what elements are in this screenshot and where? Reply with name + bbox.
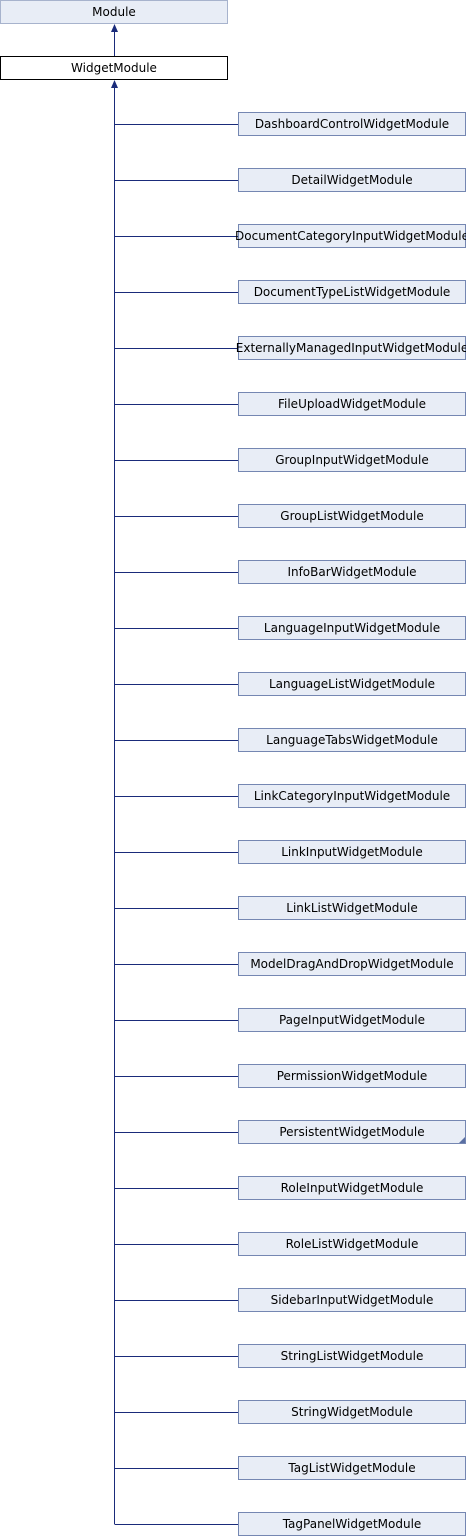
class-node-derived[interactable]: PersistentWidgetModule xyxy=(238,1120,466,1144)
class-node-derived[interactable]: LinkCategoryInputWidgetModule xyxy=(238,784,466,808)
class-node-label: Module xyxy=(92,5,136,19)
class-node-label: StringWidgetModule xyxy=(291,1405,413,1419)
class-node-derived[interactable]: DocumentCategoryInputWidgetModule xyxy=(235,224,466,248)
class-node-label: PageInputWidgetModule xyxy=(278,1013,425,1027)
class-node-derived[interactable]: RoleInputWidgetModule xyxy=(238,1176,466,1200)
class-node-label: FileUploadWidgetModule xyxy=(277,397,427,411)
class-node-label: LanguageInputWidgetModule xyxy=(263,621,441,635)
class-node-derived[interactable]: DashboardControlWidgetModule xyxy=(238,112,466,136)
more-subclasses-corner-icon xyxy=(459,1137,465,1143)
class-node-derived[interactable]: TagListWidgetModule xyxy=(238,1456,466,1480)
class-node-label: DocumentCategoryInputWidgetModule xyxy=(235,229,466,243)
class-node-label: GroupInputWidgetModule xyxy=(275,453,429,467)
class-node-derived[interactable]: LanguageInputWidgetModule xyxy=(238,616,466,640)
class-node-label: LinkInputWidgetModule xyxy=(281,845,423,859)
class-node-widget-module: WidgetModule xyxy=(0,56,228,80)
class-node-label: ModelDragAndDropWidgetModule xyxy=(250,957,454,971)
class-node-derived[interactable]: SidebarInputWidgetModule xyxy=(238,1288,466,1312)
class-node-derived[interactable]: GroupListWidgetModule xyxy=(238,504,466,528)
class-node-module[interactable]: Module xyxy=(0,0,228,24)
class-node-derived[interactable]: PermissionWidgetModule xyxy=(238,1064,466,1088)
class-node-label: TagListWidgetModule xyxy=(288,1461,416,1475)
class-node-derived[interactable]: LinkInputWidgetModule xyxy=(238,840,466,864)
class-node-label: DetailWidgetModule xyxy=(291,173,413,187)
class-node-derived[interactable]: StringWidgetModule xyxy=(238,1400,466,1424)
class-node-label: DocumentTypeListWidgetModule xyxy=(253,285,451,299)
class-node-label: WidgetModule xyxy=(71,61,157,75)
class-node-label: LanguageTabsWidgetModule xyxy=(266,733,438,747)
class-node-derived[interactable]: ExternallyManagedInputWidgetModule xyxy=(235,336,466,360)
class-node-label: LinkCategoryInputWidgetModule xyxy=(253,789,451,803)
class-node-derived[interactable]: InfoBarWidgetModule xyxy=(238,560,466,584)
class-node-label: RoleListWidgetModule xyxy=(285,1237,419,1251)
class-node-derived[interactable]: LinkListWidgetModule xyxy=(238,896,466,920)
class-node-label: SidebarInputWidgetModule xyxy=(270,1293,434,1307)
class-node-label: PermissionWidgetModule xyxy=(276,1069,428,1083)
class-node-label: LinkListWidgetModule xyxy=(286,901,418,915)
class-node-derived[interactable]: LanguageListWidgetModule xyxy=(238,672,466,696)
inheritance-arrowhead-icon xyxy=(111,80,118,88)
inheritance-arrowhead-icon xyxy=(111,24,118,32)
class-node-label: InfoBarWidgetModule xyxy=(287,565,417,579)
class-node-derived[interactable]: DetailWidgetModule xyxy=(238,168,466,192)
class-node-derived[interactable]: DocumentTypeListWidgetModule xyxy=(238,280,466,304)
class-node-label: PersistentWidgetModule xyxy=(279,1125,425,1139)
class-node-derived[interactable]: TagPanelWidgetModule xyxy=(238,1512,466,1536)
class-node-label: StringListWidgetModule xyxy=(280,1349,424,1363)
class-node-label: RoleInputWidgetModule xyxy=(280,1181,424,1195)
class-node-derived[interactable]: PageInputWidgetModule xyxy=(238,1008,466,1032)
class-node-label: GroupListWidgetModule xyxy=(280,509,424,523)
class-node-derived[interactable]: GroupInputWidgetModule xyxy=(238,448,466,472)
class-node-label: TagPanelWidgetModule xyxy=(282,1517,422,1531)
class-node-derived[interactable]: FileUploadWidgetModule xyxy=(238,392,466,416)
class-node-derived[interactable]: LanguageTabsWidgetModule xyxy=(238,728,466,752)
class-node-derived[interactable]: ModelDragAndDropWidgetModule xyxy=(238,952,466,976)
class-node-label: DashboardControlWidgetModule xyxy=(254,117,450,131)
class-node-derived[interactable]: RoleListWidgetModule xyxy=(238,1232,466,1256)
class-node-label: ExternallyManagedInputWidgetModule xyxy=(235,341,466,355)
class-node-derived[interactable]: StringListWidgetModule xyxy=(238,1344,466,1368)
class-node-label: LanguageListWidgetModule xyxy=(268,677,436,691)
